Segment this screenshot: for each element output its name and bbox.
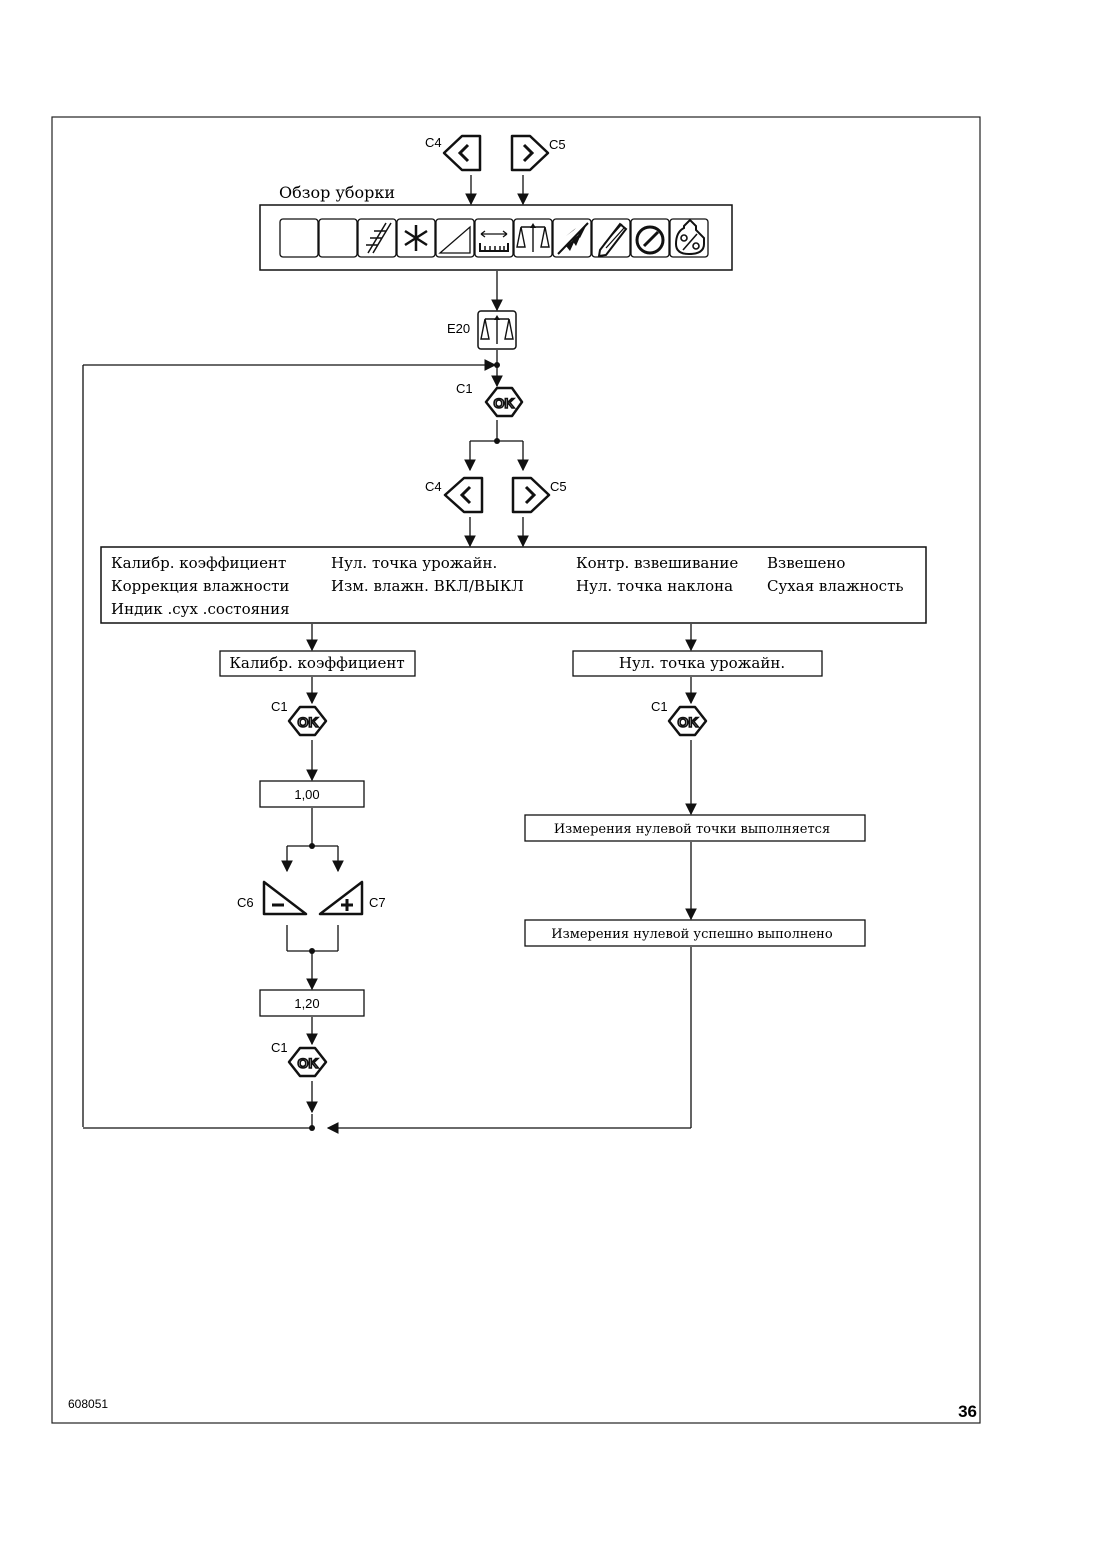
yield-zero-point-title: Нул. точка урожайн. [619, 654, 785, 672]
plus-key[interactable] [318, 880, 364, 916]
blank-slot-1[interactable] [279, 218, 319, 258]
yield-zero-point-title-box [572, 650, 823, 677]
minus-key[interactable] [262, 880, 308, 916]
menu-item-weighed[interactable]: Взвешено [767, 554, 845, 572]
c7-label: C7 [369, 895, 386, 910]
ok-key-left-1[interactable]: OK [287, 705, 328, 737]
header-rows-icon[interactable] [357, 218, 397, 258]
grain-ear-icon[interactable] [552, 218, 592, 258]
c5-label-top: C5 [549, 137, 566, 152]
menu-item-dry-moisture[interactable]: Сухая влажность [767, 577, 904, 595]
gauge-icon[interactable] [630, 218, 670, 258]
value-box-initial [259, 780, 365, 808]
c5-key-mid[interactable] [511, 476, 551, 514]
e20-label: E20 [447, 321, 470, 336]
calibration-menu [100, 546, 927, 624]
c4-key-mid[interactable] [443, 476, 484, 514]
chevron-right-icon [522, 143, 535, 163]
value-initial: 1,00 [294, 787, 319, 802]
c1-label-left-1: C1 [271, 699, 288, 714]
c1-label-left-2: C1 [271, 1040, 288, 1055]
c4-label-top: C4 [425, 135, 442, 150]
c1-label-top: C1 [456, 381, 473, 396]
asterisk-icon[interactable] [396, 218, 436, 258]
chevron-left-icon [459, 485, 472, 505]
pencil-icon[interactable] [591, 218, 631, 258]
svg-text:OK: OK [494, 395, 515, 411]
e20-scales-key[interactable] [477, 310, 517, 350]
scales-icon[interactable] [513, 218, 553, 258]
chevron-left-icon [457, 143, 470, 163]
c1-label-right: C1 [651, 699, 668, 714]
c5-key-top[interactable] [510, 134, 550, 172]
ok-key-top[interactable]: OK [484, 386, 524, 418]
page-frame [51, 116, 981, 1424]
menu-item-dry-state-indicator[interactable]: Индик .сух .состояния [111, 600, 290, 618]
c5-label-mid: C5 [550, 479, 567, 494]
page-number: 36 [958, 1402, 977, 1421]
menu-item-tilt-zero-point[interactable]: Нул. точка наклона [576, 577, 733, 595]
status-running-box [524, 814, 866, 842]
c4-label-mid: C4 [425, 479, 442, 494]
ok-key-left-2[interactable]: OK [287, 1046, 328, 1078]
svg-text:OK: OK [298, 714, 319, 730]
calibration-factor-title-box [219, 650, 416, 677]
svg-text:OK: OK [298, 1055, 319, 1071]
status-done: Измерения нулевой успешно выполнено [551, 927, 833, 942]
calibration-factor-title: Калибр. коэффициент [229, 654, 404, 672]
svg-text:OK: OK [678, 714, 699, 730]
overview-icons [279, 218, 709, 258]
chevron-right-icon [524, 485, 537, 505]
doc-number: 608051 [68, 1397, 108, 1411]
ok-key-right[interactable]: OK [667, 705, 708, 737]
plus-icon [341, 899, 353, 911]
status-running: Измерения нулевой точки выполняется [554, 822, 830, 837]
menu-item-moisture-correction[interactable]: Коррекция влажности [111, 577, 289, 595]
overview-title: Обзор уборки [279, 183, 395, 202]
status-done-box [524, 919, 866, 947]
moisture-percent-icon[interactable] [669, 218, 709, 258]
menu-item-calibration-factor[interactable]: Калибр. коэффициент [111, 554, 286, 572]
menu-item-moisture-measure-toggle[interactable]: Изм. влажн. ВКЛ/ВЫКЛ [331, 577, 524, 595]
blank-slot-2[interactable] [318, 218, 358, 258]
menu-item-yield-zero-point[interactable]: Нул. точка урожайн. [331, 554, 497, 572]
cutting-width-icon[interactable] [474, 218, 514, 258]
value-final: 1,20 [294, 996, 319, 1011]
c4-key-top[interactable] [442, 134, 482, 172]
menu-item-check-weighing[interactable]: Контр. взвешивание [576, 554, 738, 572]
ramp-icon[interactable] [435, 218, 475, 258]
c6-label: C6 [237, 895, 254, 910]
value-box-final [259, 989, 365, 1017]
